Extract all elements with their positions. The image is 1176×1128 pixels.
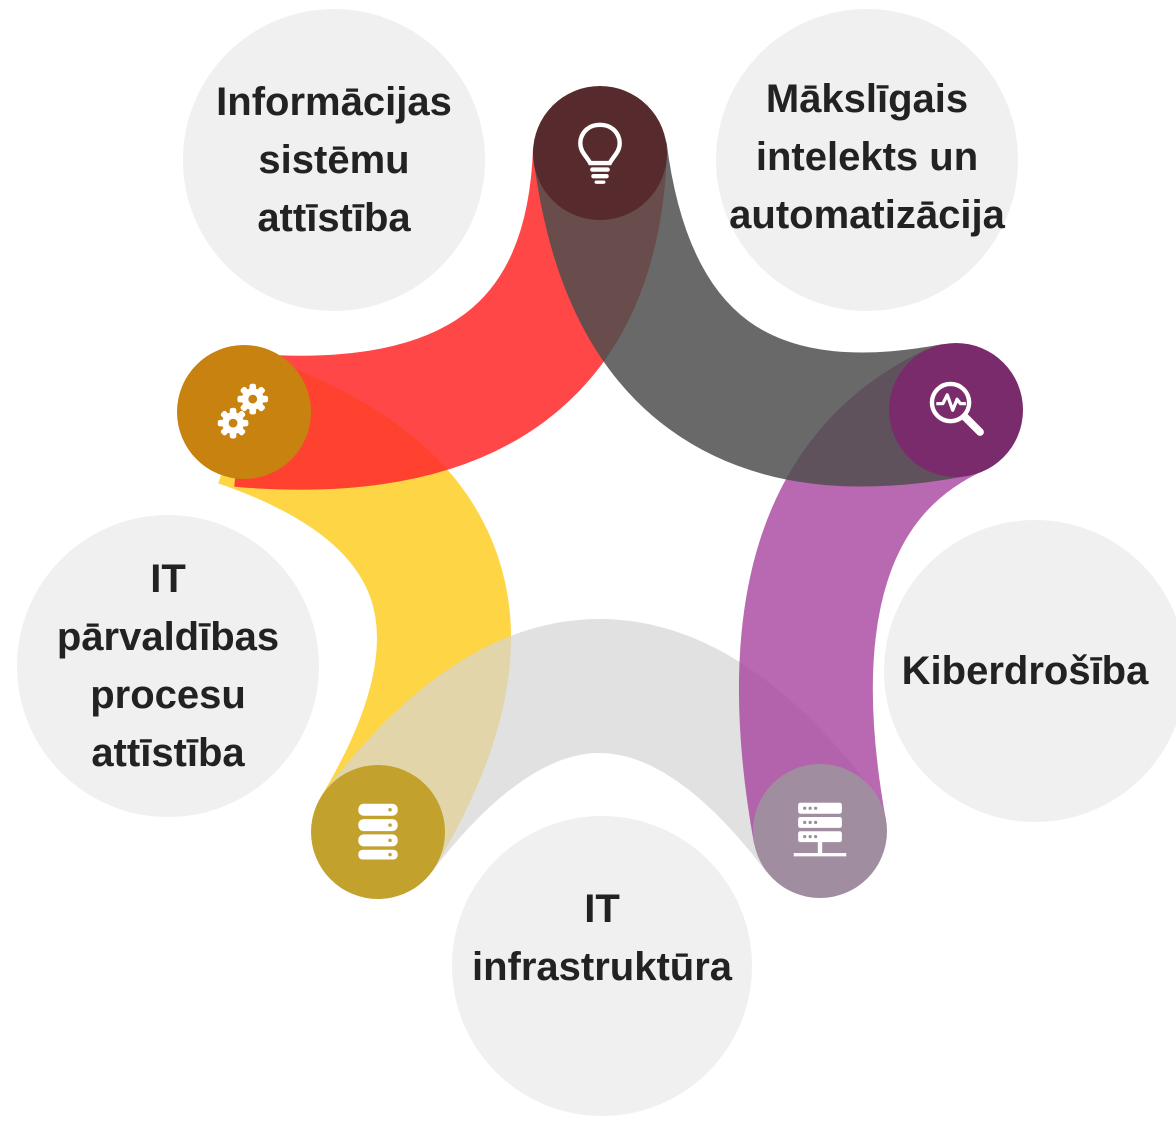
label-it-parvaldibas-procesu-attistiba: IT pārvaldības procesu attīstība — [56, 557, 280, 775]
label-maksligais-intelekts: Mākslīgais intelekts un automatizācija — [729, 77, 1005, 237]
arc-maksligais-intelekts — [533, 140, 968, 487]
hub-maksligais-intelekts — [533, 86, 667, 220]
label-kiberdrosiba: Kiberdrošība — [901, 649, 1149, 693]
server-icon — [785, 794, 855, 869]
bubble-it-parvaldibas: IT pārvaldības procesu attīstība — [17, 515, 319, 817]
label-it-infrastruktura: IT infrastruktūra — [471, 887, 733, 989]
magnifier-pulse-icon — [921, 373, 991, 448]
bubble-informacijas-sistemu: Informācijas sistēmu attīstība — [183, 9, 485, 311]
hub-kiberdrosiba — [889, 343, 1023, 477]
gears-icon — [209, 375, 279, 450]
bubble-kiberdrosiba: Kiberdrošība — [884, 520, 1176, 822]
hub-informacijas-sistemu — [177, 345, 311, 479]
lightbulb-icon — [565, 116, 635, 191]
bubble-it-infrastruktura: IT infrastruktūra — [452, 816, 752, 1116]
label-informacijas-sistemu-attistiba: Informācijas sistēmu attīstība — [216, 80, 452, 240]
hub-it-parvaldibas — [311, 765, 445, 899]
hub-it-infrastruktura — [753, 764, 887, 898]
bubble-maksligais-intelekts: Mākslīgais intelekts un automatizācija — [716, 9, 1018, 311]
database-icon — [343, 795, 413, 870]
